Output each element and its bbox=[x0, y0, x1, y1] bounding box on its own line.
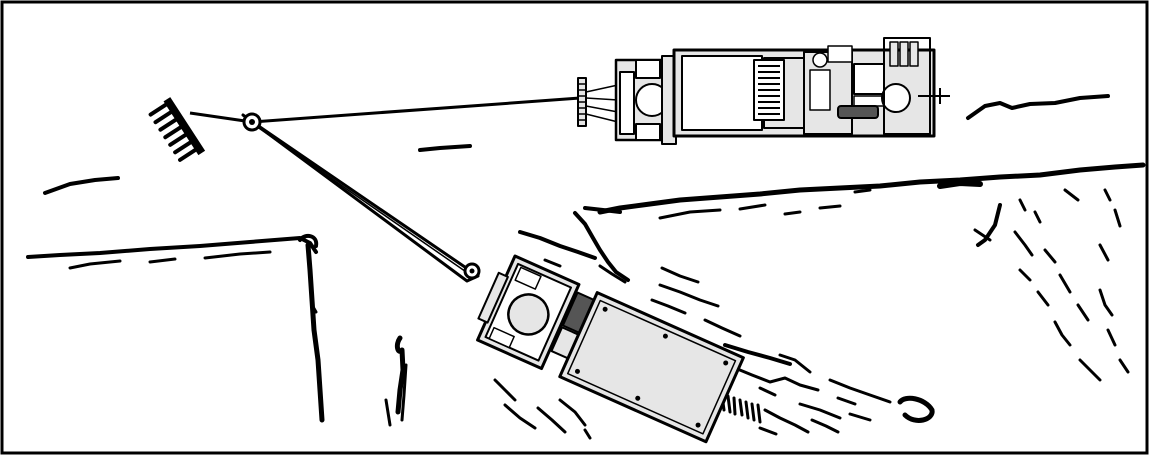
border bbox=[2, 2, 1147, 453]
diagram-canvas bbox=[0, 0, 1149, 455]
diagram-frame bbox=[0, 0, 1149, 455]
